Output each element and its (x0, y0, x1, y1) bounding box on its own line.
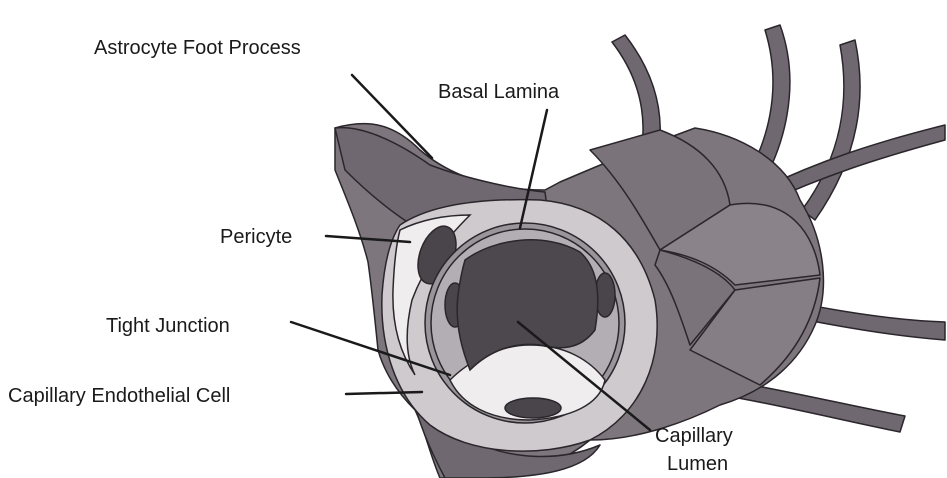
label-tight-junction: Tight Junction (106, 315, 230, 337)
label-astrocyte-foot-process: Astrocyte Foot Process (94, 37, 301, 59)
astrocyte-tentacle-3 (802, 40, 860, 220)
label-capillary-endothelial-cell: Capillary Endothelial Cell (8, 385, 230, 407)
capillary (382, 200, 657, 451)
label-pericyte: Pericyte (220, 226, 292, 248)
label-basal-lamina: Basal Lamina (438, 81, 560, 103)
endothelial-nucleus-bottom (505, 398, 561, 418)
label-capillary-lumen-line1: Capillary (655, 425, 733, 447)
label-capillary-lumen-line2: Lumen (667, 453, 728, 475)
